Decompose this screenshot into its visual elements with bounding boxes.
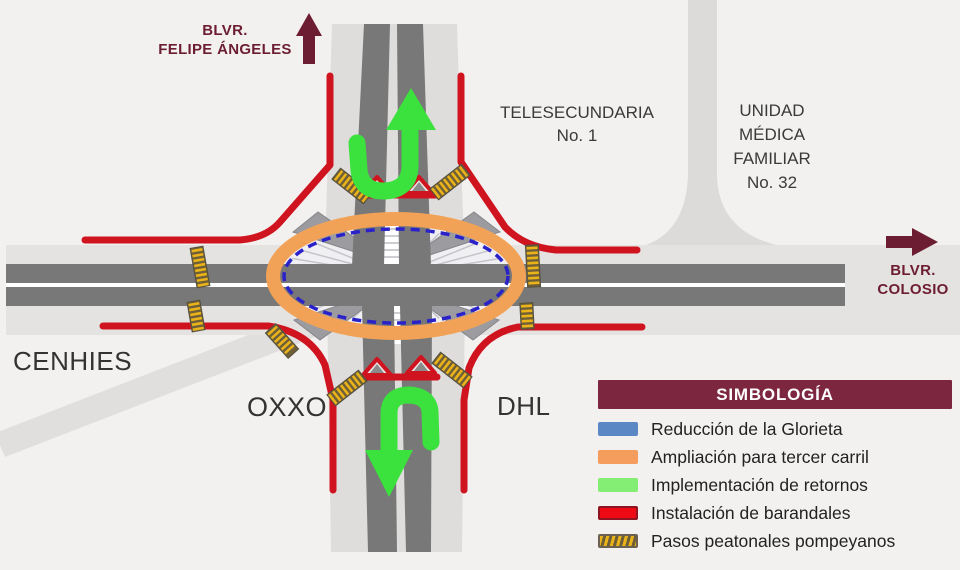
legend-item: Implementación de retornos [598,471,952,499]
legend-item: Reducción de la Glorieta [598,415,952,443]
label-dhl: DHL [497,391,551,421]
legend-item-label: Implementación de retornos [651,474,868,495]
pedestrian-crossing [326,369,368,407]
pedestrian-crossing [186,299,206,333]
barriers-red [81,72,646,494]
legend-item-label: Pasos peatonales pompeyanos [651,530,896,551]
legend-swatch-solid [598,478,638,492]
uturn-arrow-north [348,117,419,200]
diagonal-road-southwest [0,313,315,457]
barrier-northwest [81,72,334,244]
barrier-northeast [457,72,641,254]
label-unidad-line4: No. 32 [746,173,798,192]
lane-markings [6,24,845,552]
barrier-southwest [99,322,337,494]
pedestrian-crossing [431,351,473,389]
label-blvr-colosio-line1: BLVR. [890,262,936,279]
legend-swatch-solid [598,450,638,464]
legend-item: Instalación de barandales [598,499,952,527]
felipe-angeles-arrow-icon [296,13,322,64]
pedestrian-crossing [429,163,471,201]
barrier-southeast [460,323,646,494]
colosio-center-line [6,283,845,287]
label-blvr-colosio: BLVR. COLOSIO [868,261,958,299]
label-unidad-medica: UNIDAD MÉDICA FAMILIAR No. 32 [712,99,832,195]
label-unidad-line3: FAMILIAR [733,149,811,168]
uturn-arrows [348,88,440,497]
label-telesecundaria: TELESECUNDARIA No. 1 [487,101,667,147]
legend-swatch-solid [598,422,638,436]
legend-item-label: Reducción de la Glorieta [651,418,843,439]
legend-title: SIMBOLOGÍA [598,380,952,409]
direction-arrows [296,13,938,256]
legend-swatch-striped [598,534,638,548]
colosio-lane-east [6,287,845,306]
label-telesecundaria-line1: TELESECUNDARIA [500,103,654,122]
colosio-lane-west [6,264,845,283]
label-cenhies: CENHIES [13,346,133,376]
uturn-arrow-south-head [365,450,413,497]
legend-item: Ampliación para tercer carril [598,443,952,471]
pedestrian-crossing [524,244,542,288]
label-blvr-colosio-line2: COLOSIO [877,281,949,298]
label-blvr-felipe-line2: FELIPE ÁNGELES [158,41,292,58]
label-blvr-felipe-line1: BLVR. [202,22,248,39]
label-oxxo: OXXO [246,392,328,422]
uturn-arrow-north-head [386,88,436,130]
pedestrian-crossing [189,245,211,289]
glorieta-reduction-outline [282,227,510,325]
colosio-arrow-icon [886,228,938,256]
roundabout-rings [266,212,526,340]
label-telesecundaria-line2: No. 1 [556,126,598,145]
secondary-road-northeast [640,0,785,247]
legend-item-label: Ampliación para tercer carril [651,446,869,467]
uturn-arrow-south [380,386,440,461]
label-unidad-line1: UNIDAD [739,101,805,120]
pedestrian-crossing [519,302,535,330]
legend-item: Pasos peatonales pompeyanos [598,527,952,555]
label-unidad-line2: MÉDICA [738,125,806,144]
label-blvr-felipe-angeles: BLVR. FELIPE ÁNGELES [145,21,305,59]
pedestrian-crossing [264,322,300,360]
legend-swatch-solid [598,506,638,520]
legend-item-label: Instalación de barandales [651,502,851,523]
north-lane-left [352,24,390,266]
third-lane-expansion-ring [266,212,526,340]
